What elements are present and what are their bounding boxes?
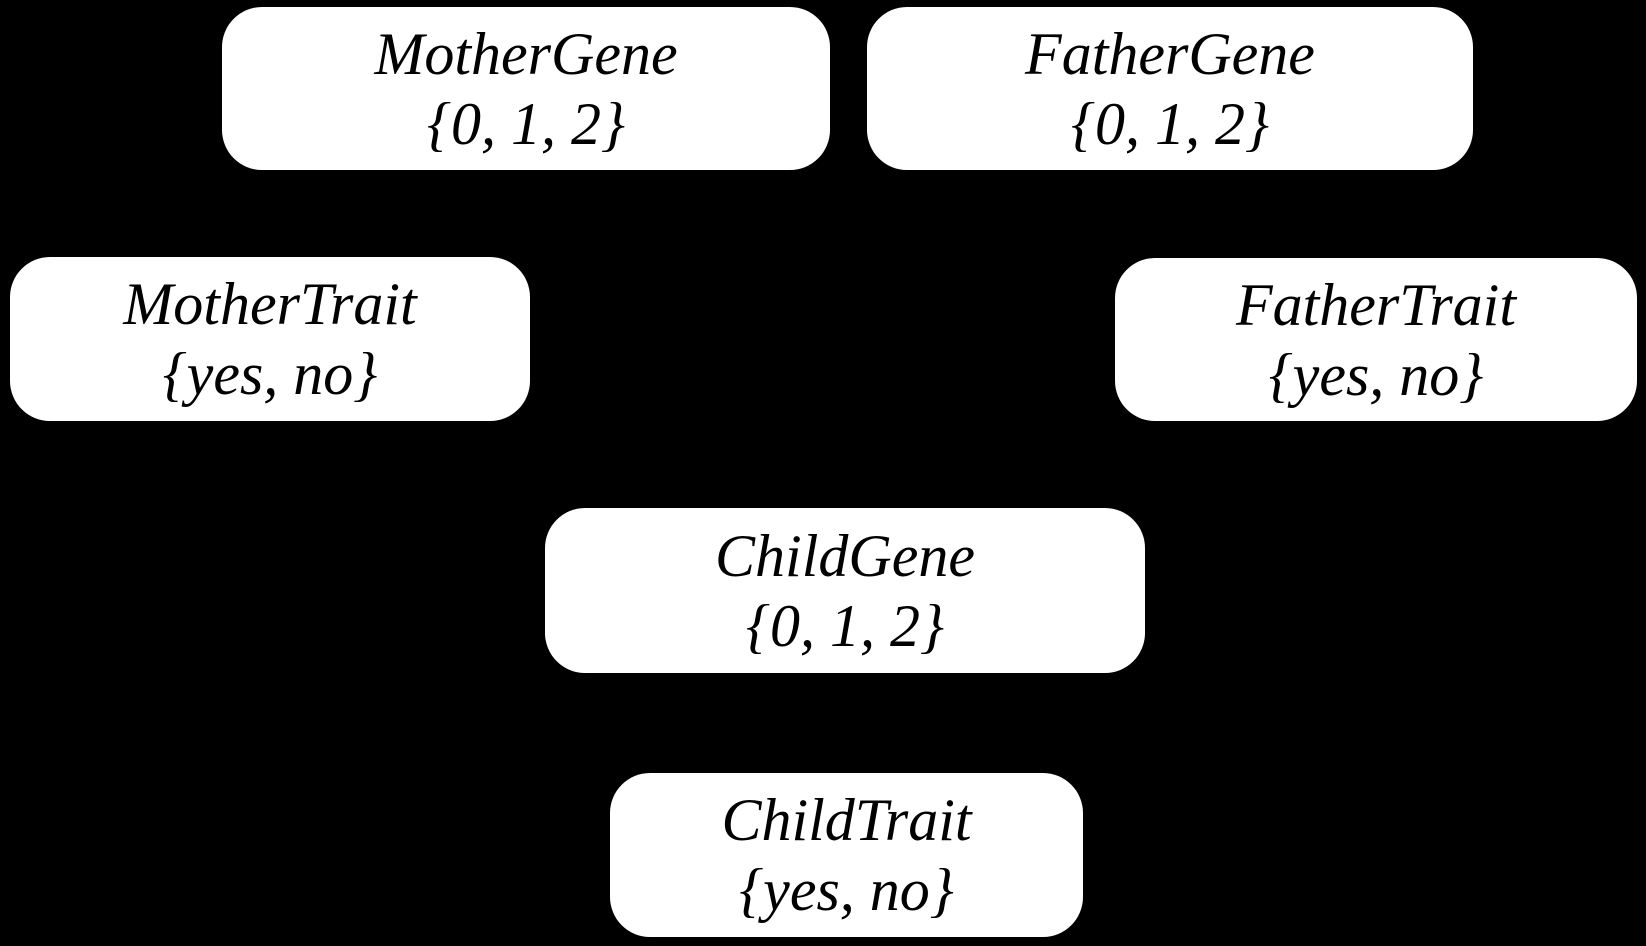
- node-father-gene: FatherGene {0, 1, 2}: [867, 7, 1473, 170]
- node-father-gene-label: FatherGene: [1025, 20, 1315, 87]
- node-father-trait-label: FatherTrait: [1235, 271, 1517, 338]
- node-child-gene: ChildGene {0, 1, 2}: [545, 508, 1145, 673]
- node-child-gene-domain: {0, 1, 2}: [746, 592, 944, 659]
- node-mother-trait: MotherTrait {yes, no}: [10, 257, 530, 421]
- node-mother-gene-label: MotherGene: [374, 20, 678, 87]
- node-child-trait: ChildTrait {yes, no}: [610, 773, 1083, 937]
- node-mother-gene: MotherGene {0, 1, 2}: [222, 7, 830, 170]
- node-mother-trait-label: MotherTrait: [123, 271, 417, 337]
- node-child-gene-label: ChildGene: [715, 522, 975, 589]
- node-child-trait-label: ChildTrait: [721, 787, 972, 853]
- node-father-trait-domain: {yes, no}: [1268, 341, 1484, 408]
- node-mother-trait-domain: {yes, no}: [162, 341, 378, 407]
- node-mother-gene-domain: {0, 1, 2}: [427, 90, 625, 157]
- node-father-gene-domain: {0, 1, 2}: [1071, 90, 1269, 157]
- node-child-trait-domain: {yes, no}: [739, 857, 954, 923]
- node-father-trait: FatherTrait {yes, no}: [1115, 258, 1637, 421]
